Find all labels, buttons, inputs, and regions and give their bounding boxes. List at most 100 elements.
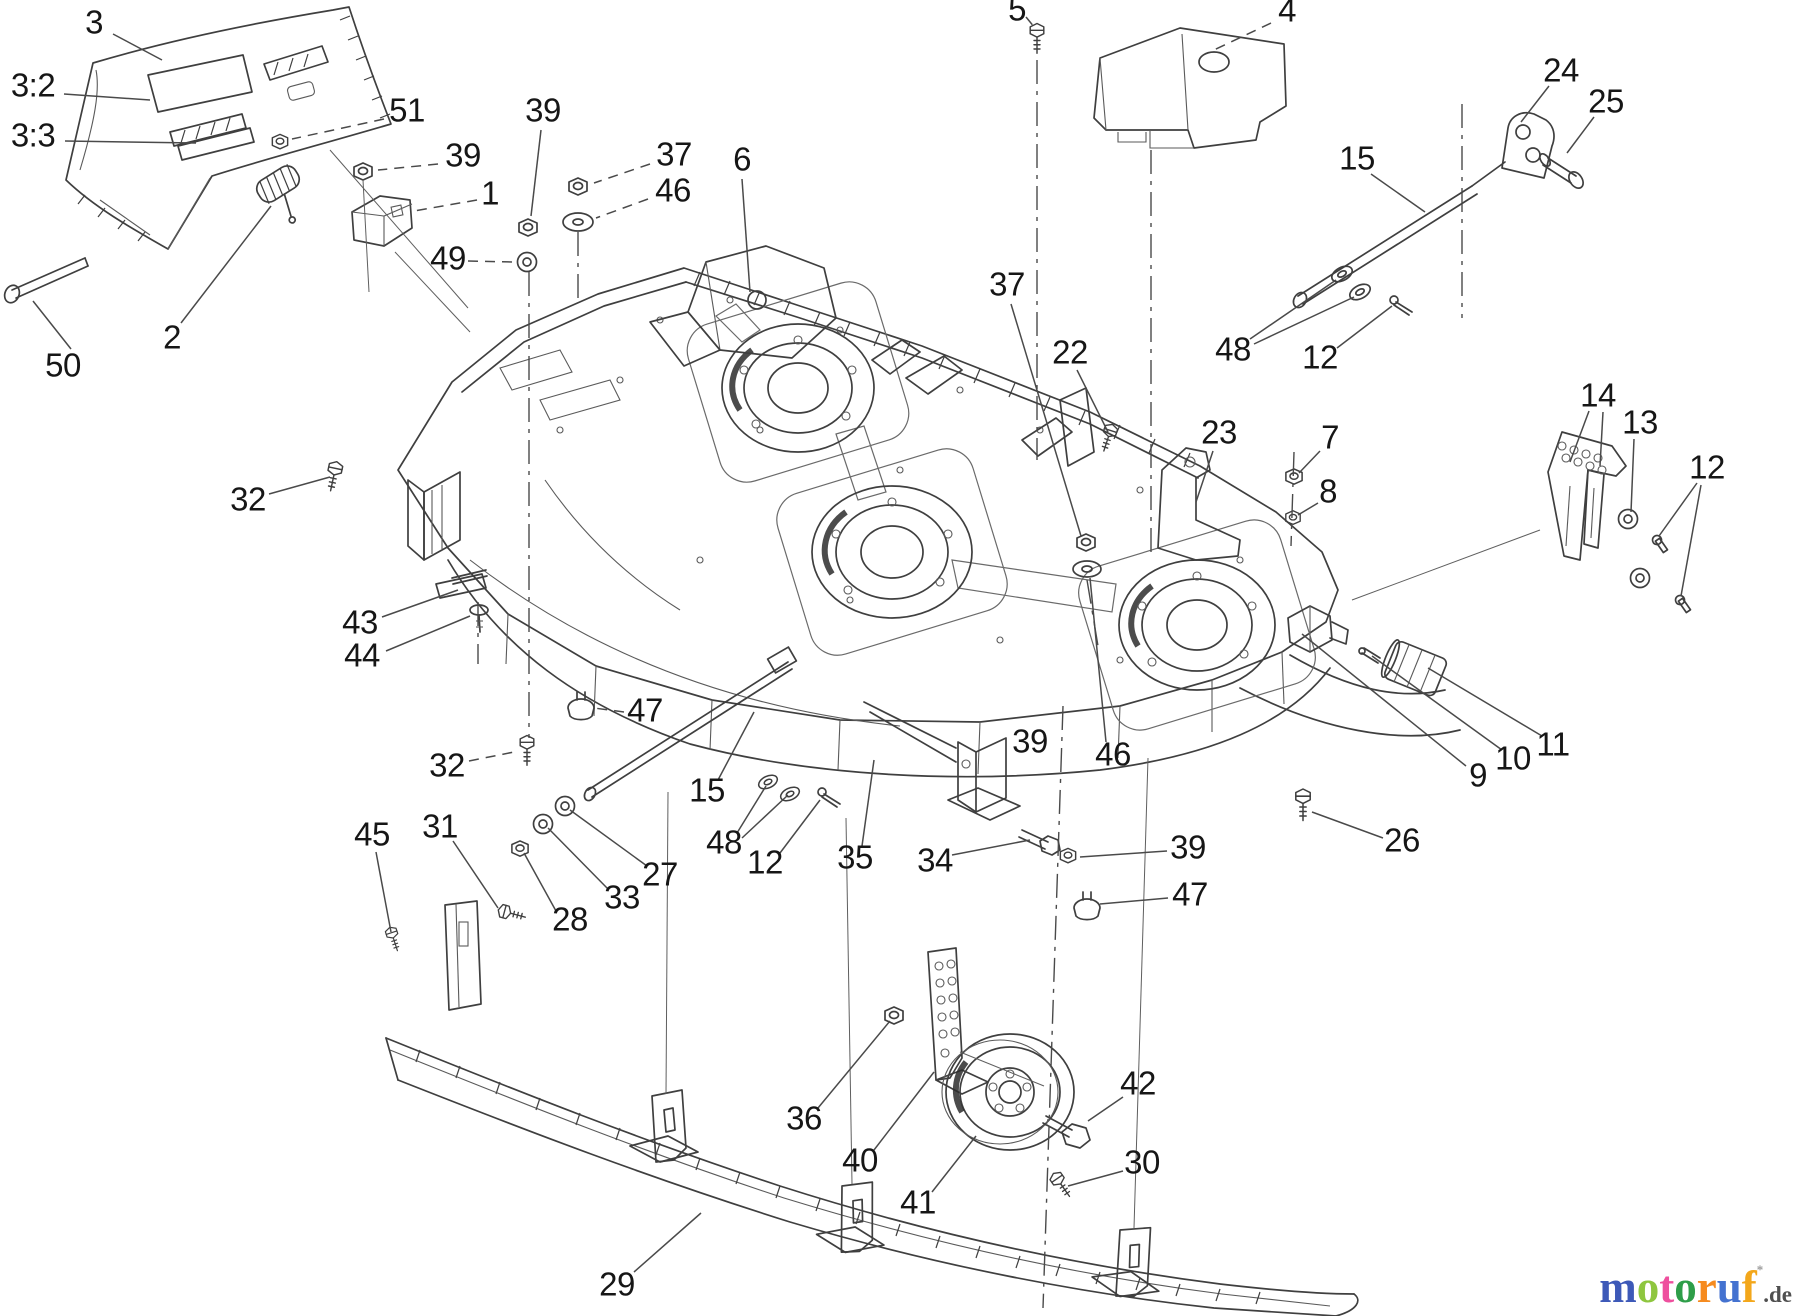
leader-line xyxy=(381,589,459,618)
leader-line xyxy=(1025,16,1036,29)
leader-line xyxy=(1569,410,1590,463)
spring-part2 xyxy=(255,164,301,224)
leader-line xyxy=(1249,279,1337,340)
callout-34-49: 34 xyxy=(917,839,1031,879)
bolt-part44 xyxy=(469,604,489,633)
leader-line xyxy=(468,750,520,762)
logo-letter: o xyxy=(1636,1262,1660,1312)
callout-12-19: 12 xyxy=(1302,305,1393,376)
leader-line xyxy=(861,759,875,847)
callout-50-8: 50 xyxy=(32,300,81,384)
part-number-3:2: 3:2 xyxy=(11,67,55,104)
leader-line xyxy=(291,118,385,140)
part-number-39: 39 xyxy=(1170,829,1206,866)
part-number-48: 48 xyxy=(706,824,742,861)
callout-46-32: 46 xyxy=(1089,577,1131,773)
callout-5-13: 5 xyxy=(1008,0,1036,29)
leader-line xyxy=(1087,1096,1124,1122)
leader-line xyxy=(268,476,331,495)
part-number-23: 23 xyxy=(1201,414,1237,451)
leader-line xyxy=(1089,577,1107,743)
pin-part43 xyxy=(435,569,488,599)
callout-35-48: 35 xyxy=(837,759,875,876)
part-number-6: 6 xyxy=(733,141,751,178)
part-number-13: 13 xyxy=(1622,404,1658,441)
callout-51-3: 51 xyxy=(291,92,425,140)
part-number-45: 45 xyxy=(354,816,390,853)
logo-letter: r xyxy=(1696,1262,1717,1312)
callout-2-7: 2 xyxy=(163,205,272,356)
leader-line xyxy=(32,300,72,350)
leader-line xyxy=(1076,369,1109,433)
part-number-39: 39 xyxy=(1012,723,1048,760)
part-number-8: 8 xyxy=(1319,473,1337,510)
callout-7-23: 7 xyxy=(1298,419,1339,474)
callout-9-28: 9 xyxy=(1301,633,1487,794)
callout-11-30: 11 xyxy=(1427,667,1570,763)
rod-part50 xyxy=(3,257,89,304)
leader-line xyxy=(1195,450,1214,503)
spindle-opening-left xyxy=(721,323,875,453)
leader-line xyxy=(741,178,751,293)
skirt-ribs xyxy=(505,613,1285,775)
part-number-15: 15 xyxy=(1339,140,1375,177)
leader-line xyxy=(1336,305,1393,349)
part-number-22: 22 xyxy=(1052,334,1088,371)
callout-15-17: 15 xyxy=(1339,140,1426,213)
leader-line xyxy=(1253,296,1355,345)
lift-rod-part15-right xyxy=(1292,161,1506,309)
part-number-50: 50 xyxy=(45,347,81,384)
part-number-12: 12 xyxy=(747,844,783,881)
logo-suffix: .de xyxy=(1763,1282,1792,1307)
leader-line xyxy=(1079,850,1168,858)
leader-line xyxy=(1301,633,1467,767)
part-number-3: 3 xyxy=(85,4,103,41)
part-number-32: 32 xyxy=(230,481,266,518)
callout-4-14: 4 xyxy=(1213,0,1297,51)
leader-line xyxy=(1298,450,1321,474)
callout-32-38: 32 xyxy=(429,747,520,784)
callout-39-4: 39 xyxy=(377,137,481,174)
part-number-9: 9 xyxy=(1469,757,1487,794)
leader-line xyxy=(385,615,471,652)
front-corner-bracket xyxy=(407,471,461,561)
baffle-hatching xyxy=(415,1049,1261,1305)
callout-29-56: 29 xyxy=(599,1212,702,1303)
leader-line xyxy=(467,260,514,263)
part-number-24: 24 xyxy=(1543,52,1579,89)
leader-line xyxy=(180,205,272,324)
part-number-30: 30 xyxy=(1124,1144,1160,1181)
part-number-27: 27 xyxy=(642,856,678,893)
leader-line xyxy=(523,852,557,912)
leader-line xyxy=(595,198,649,219)
part-number-31: 31 xyxy=(422,808,458,845)
part-number-5: 5 xyxy=(1008,0,1026,28)
bolt-part34 xyxy=(1018,829,1061,856)
leader-line xyxy=(569,809,648,867)
leader-line xyxy=(741,794,789,839)
logo-letter: f xyxy=(1741,1262,1757,1312)
motoruf-logo[interactable]: motoruf*.de xyxy=(1599,1263,1792,1310)
part-number-12: 12 xyxy=(1302,339,1338,376)
part-number-25: 25 xyxy=(1588,83,1624,120)
callout-3:2-1: 3:2 xyxy=(11,67,151,104)
screw-12-upper xyxy=(1651,534,1669,554)
part-number-43: 43 xyxy=(342,604,378,641)
callout-39-33: 39 xyxy=(1079,829,1206,866)
spindle-fitting-part9 xyxy=(1287,605,1349,653)
part-number-14: 14 xyxy=(1580,377,1616,414)
leader-line xyxy=(1297,502,1319,516)
callout-41-53: 41 xyxy=(900,1135,977,1221)
callout-22-21: 22 xyxy=(1052,334,1109,433)
part-number-28: 28 xyxy=(552,901,588,938)
leader-line xyxy=(633,1212,702,1273)
callout-46-11: 46 xyxy=(595,172,691,219)
lift-rod-part15-left xyxy=(583,646,798,802)
latch-upper xyxy=(263,45,329,101)
spindle-opening-right xyxy=(1118,559,1276,691)
leader-line xyxy=(593,163,651,184)
callout-30-55: 30 xyxy=(1067,1144,1160,1187)
part-number-36: 36 xyxy=(786,1100,822,1137)
callout-48-41: 48 xyxy=(706,785,789,861)
